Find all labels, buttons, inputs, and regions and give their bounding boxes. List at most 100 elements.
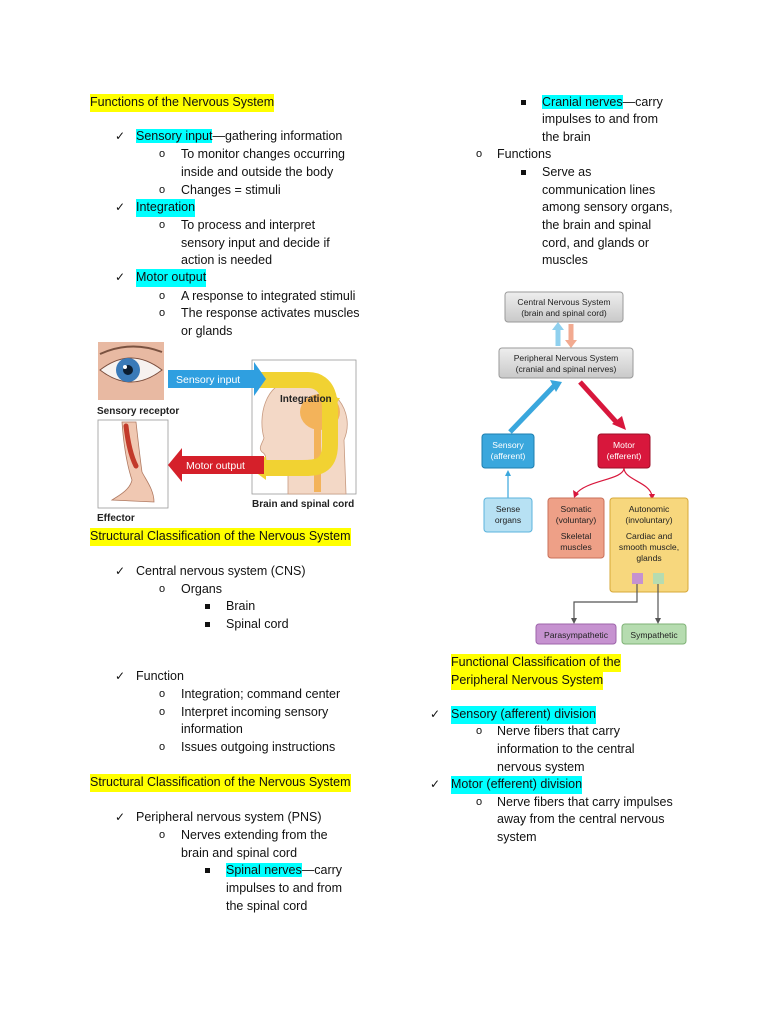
serve-l1: Serve as bbox=[542, 165, 592, 179]
sensory-input-term: Sensory input bbox=[136, 129, 213, 143]
sensory-box-line2: (afferent) bbox=[491, 451, 526, 461]
cns-item: Central nervous system (CNS) bbox=[136, 564, 306, 578]
integration-sub-l1: To process and interpret bbox=[181, 218, 316, 232]
functional-title-l1: Functional Classification of the bbox=[451, 654, 621, 672]
functions-label: Functions bbox=[497, 147, 552, 161]
circle-bullet-icon: o bbox=[159, 741, 166, 753]
serve-l3: among sensory organs, bbox=[542, 200, 673, 214]
organs-label: Organs bbox=[181, 582, 222, 596]
sensory-division: Sensory (afferent) division bbox=[451, 706, 596, 724]
pns-title: Structural Classification of the Nervous… bbox=[90, 774, 351, 792]
spinal-nerves-item: Spinal nerves—carry bbox=[226, 862, 342, 880]
parasympathetic-box: Parasympathetic bbox=[535, 623, 617, 645]
pns-box: Peripheral Nervous System (cranial and s… bbox=[498, 347, 634, 379]
autonomic-line3: Cardiac and bbox=[626, 531, 673, 541]
sensory-input-desc: —gathering information bbox=[212, 129, 343, 143]
serve-l6: muscles bbox=[542, 253, 588, 267]
parasympathetic-swatch bbox=[632, 573, 643, 584]
autonomic-line4: smooth muscle, bbox=[619, 542, 679, 552]
square-bullet-icon bbox=[205, 622, 210, 627]
parasympathetic-label: Parasympathetic bbox=[544, 630, 609, 640]
sensory-input-label: Sensory input bbox=[176, 374, 240, 386]
motor-sub2-l1: The response activates muscles bbox=[181, 306, 360, 320]
somatic-line4: muscles bbox=[560, 542, 592, 552]
para-arrow bbox=[573, 584, 638, 620]
integration-sub-l2: sensory input and decide if bbox=[181, 236, 330, 250]
square-bullet-icon bbox=[521, 170, 526, 175]
spinal-nerves-desc: —carry bbox=[301, 863, 343, 877]
motor-box-line1: Motor bbox=[613, 440, 635, 450]
sensory-sub2: Changes = stimuli bbox=[181, 183, 281, 197]
sense-box-line1: Sense bbox=[496, 504, 521, 514]
motor-div-l3: system bbox=[497, 830, 537, 844]
circle-bullet-icon: o bbox=[476, 725, 483, 737]
circle-bullet-icon: o bbox=[159, 184, 166, 196]
circle-bullet-icon: o bbox=[159, 307, 166, 319]
motor-output-term: Motor output bbox=[136, 269, 207, 287]
motor-box-line2: (efferent) bbox=[607, 451, 642, 461]
function-f3: Issues outgoing instructions bbox=[181, 740, 336, 754]
motor-output-label: Motor output bbox=[186, 460, 245, 472]
pns-box-line1: Peripheral Nervous System bbox=[514, 353, 619, 363]
circle-bullet-icon: o bbox=[476, 148, 483, 160]
autonomic-box: Autonomic (involuntary) Cardiac and smoo… bbox=[609, 497, 689, 593]
integration-sub-l3: action is needed bbox=[181, 253, 273, 267]
motor-division: Motor (efferent) division bbox=[451, 776, 583, 794]
check-icon: ✓ bbox=[115, 270, 126, 284]
eye-image bbox=[98, 342, 164, 400]
somatic-line3: Skeletal bbox=[561, 531, 592, 541]
square-bullet-icon bbox=[205, 868, 210, 873]
check-icon: ✓ bbox=[115, 564, 126, 578]
cns-box-line2: (brain and spinal cord) bbox=[521, 308, 607, 318]
circle-bullet-icon: o bbox=[159, 583, 166, 595]
cranial-nerves-item: Cranial nerves—carry bbox=[542, 94, 663, 112]
sympathetic-label: Sympathetic bbox=[630, 630, 678, 640]
functions-title: Functions of the Nervous System bbox=[90, 94, 275, 112]
sensory-box: Sensory (afferent) bbox=[481, 433, 535, 469]
spinal-nerves-l2: impulses to and from bbox=[226, 881, 343, 895]
square-bullet-icon bbox=[521, 100, 526, 105]
circle-bullet-icon: o bbox=[476, 796, 483, 808]
serve-l2: communication lines bbox=[542, 183, 656, 197]
cranial-l2: impulses to and from bbox=[542, 112, 659, 126]
autonomic-line5: glands bbox=[636, 553, 661, 563]
check-icon: ✓ bbox=[115, 669, 126, 683]
effector-label: Effector bbox=[97, 513, 135, 524]
autonomic-line2: (involuntary) bbox=[625, 515, 672, 525]
pns-sub-l1: Nerves extending from the bbox=[181, 828, 328, 842]
circle-bullet-icon: o bbox=[159, 290, 166, 302]
integration-loop-arrow bbox=[244, 372, 338, 476]
motor-div-l1: Nerve fibers that carry impulses bbox=[497, 795, 673, 809]
brain-item: Brain bbox=[226, 599, 256, 613]
pns-sub-l2: brain and spinal cord bbox=[181, 846, 298, 860]
nervous-system-function-figure: Sensory receptor Effector Integration Se… bbox=[97, 342, 357, 524]
sensory-receptor-label: Sensory receptor bbox=[97, 406, 179, 417]
motor-arrow bbox=[578, 380, 620, 426]
sensory-div-l2: information to the central bbox=[497, 742, 635, 756]
spinal-nerves-term: Spinal nerves bbox=[226, 863, 302, 877]
somatic-line2: (voluntary) bbox=[556, 515, 597, 525]
function-item: Function bbox=[136, 669, 184, 683]
sensory-input-item: Sensory input—gathering information bbox=[136, 128, 342, 146]
integration-label: Integration bbox=[280, 394, 332, 405]
sense-organs-box: Sense organs bbox=[483, 497, 533, 533]
somatic-box: Somatic (voluntary) Skeletal muscles bbox=[547, 497, 605, 559]
nervous-system-organization-diagram: Central Nervous System (brain and spinal… bbox=[481, 291, 689, 645]
motor-box: Motor (efferent) bbox=[597, 433, 651, 469]
cns-box-line1: Central Nervous System bbox=[517, 297, 610, 307]
cns-title: Structural Classification of the Nervous… bbox=[90, 528, 351, 546]
check-icon: ✓ bbox=[115, 200, 126, 214]
pns-item: Peripheral nervous system (PNS) bbox=[136, 810, 322, 824]
function-f1: Integration; command center bbox=[181, 687, 341, 701]
function-f2-l2: information bbox=[181, 722, 243, 736]
leg-image bbox=[97, 419, 169, 509]
check-icon: ✓ bbox=[430, 777, 441, 791]
square-bullet-icon bbox=[205, 604, 210, 609]
circle-bullet-icon: o bbox=[159, 829, 166, 841]
serve-l4: the brain and spinal bbox=[542, 218, 652, 232]
function-f2-l1: Interpret incoming sensory bbox=[181, 705, 329, 719]
integration-term: Integration bbox=[136, 199, 196, 217]
circle-bullet-icon: o bbox=[159, 688, 166, 700]
motor-sub2-l2: or glands bbox=[181, 324, 233, 338]
pns-box-line2: (cranial and spinal nerves) bbox=[516, 364, 617, 374]
